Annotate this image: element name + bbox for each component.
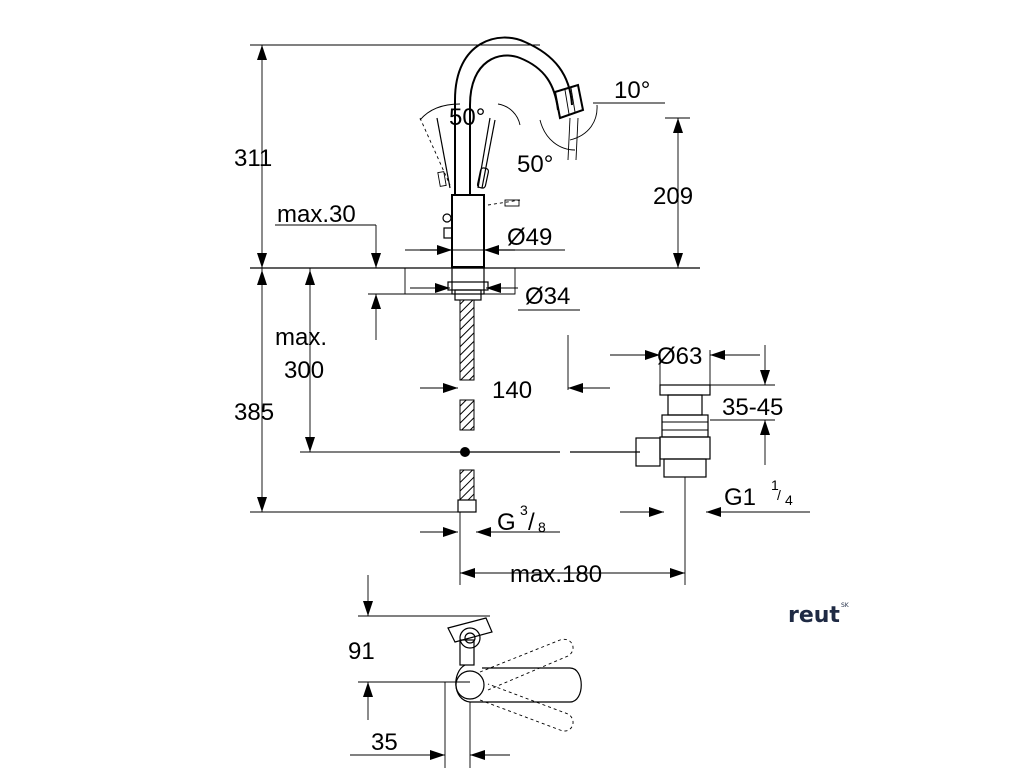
faucet-body [451,194,485,268]
dim-311: 311 [234,145,272,172]
top-view: 91 35 [348,575,582,768]
aerator [553,83,585,120]
dim-diam-49: Ø49 [507,224,552,251]
dim-140: 140 [492,377,532,404]
dim-thread-g1-den: 4 [785,492,793,508]
dim-angle-right: 50° [517,151,553,178]
dim-thread-g-den: 8 [538,519,546,535]
logo-text: reut [788,603,840,628]
dim-tilt: 10° [614,77,650,104]
dim-385: 385 [234,399,274,426]
dim-angle-left: 50° [449,104,485,131]
dim-300: 300 [284,357,324,384]
dim-35-45: 35-45 [722,394,783,421]
front-view: 311 50° 50° 10° 209 max.30 Ø49 Ø34 max. … [234,36,810,588]
dim-diam-63: Ø63 [657,343,702,370]
dim-91: 91 [348,638,375,665]
spout-inner [469,54,559,195]
supply-hose [459,299,475,381]
dim-diam-34: Ø34 [525,283,570,310]
dim-max-30: max.30 [277,201,356,228]
svg-text:/: / [528,509,535,536]
spout-outer [454,36,573,195]
dim-209: 209 [653,183,693,210]
reut-logo: reut SK [788,602,850,628]
dim-thread-g-num: 3 [520,502,528,518]
dim-thread-g: G [497,509,516,536]
logo-suffix: SK [841,602,850,609]
waste-valve [635,384,711,478]
dim-max-label: max. [275,324,327,351]
dim-35: 35 [371,729,398,756]
dim-max-180: max.180 [510,561,602,588]
svg-text:/: / [777,487,781,503]
dim-thread-g1-num: 1 [771,477,779,493]
dim-thread-g1: G1 [724,484,756,511]
